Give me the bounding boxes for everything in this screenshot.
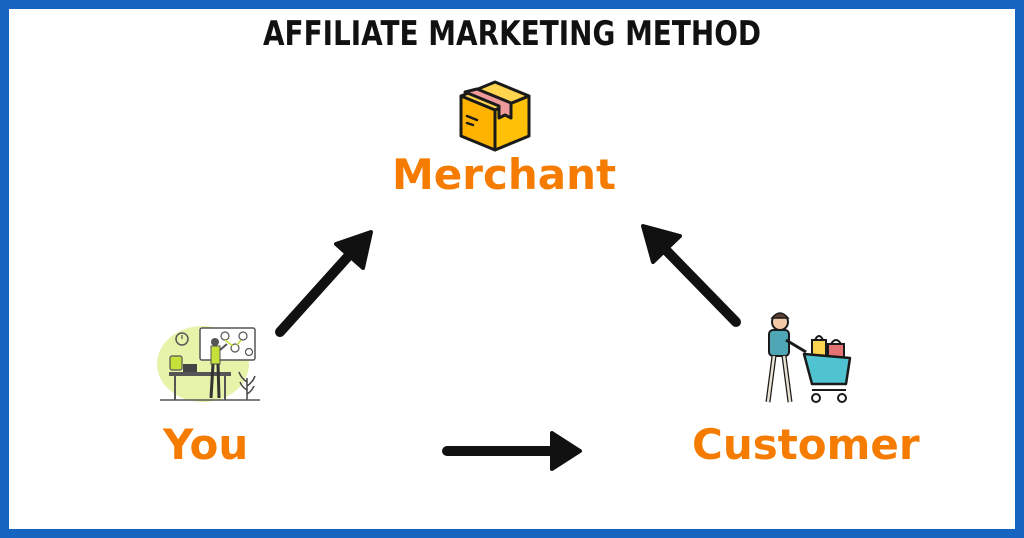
merchant-label: Merchant xyxy=(392,150,617,199)
package-box-icon xyxy=(459,80,531,152)
customer-label: Customer xyxy=(692,420,920,469)
shopper-with-cart-icon xyxy=(765,312,852,403)
you-label: You xyxy=(163,420,249,469)
affiliate-workspace-illustration xyxy=(157,326,260,402)
page-title: AFFILIATE MARKETING METHOD xyxy=(262,14,762,54)
